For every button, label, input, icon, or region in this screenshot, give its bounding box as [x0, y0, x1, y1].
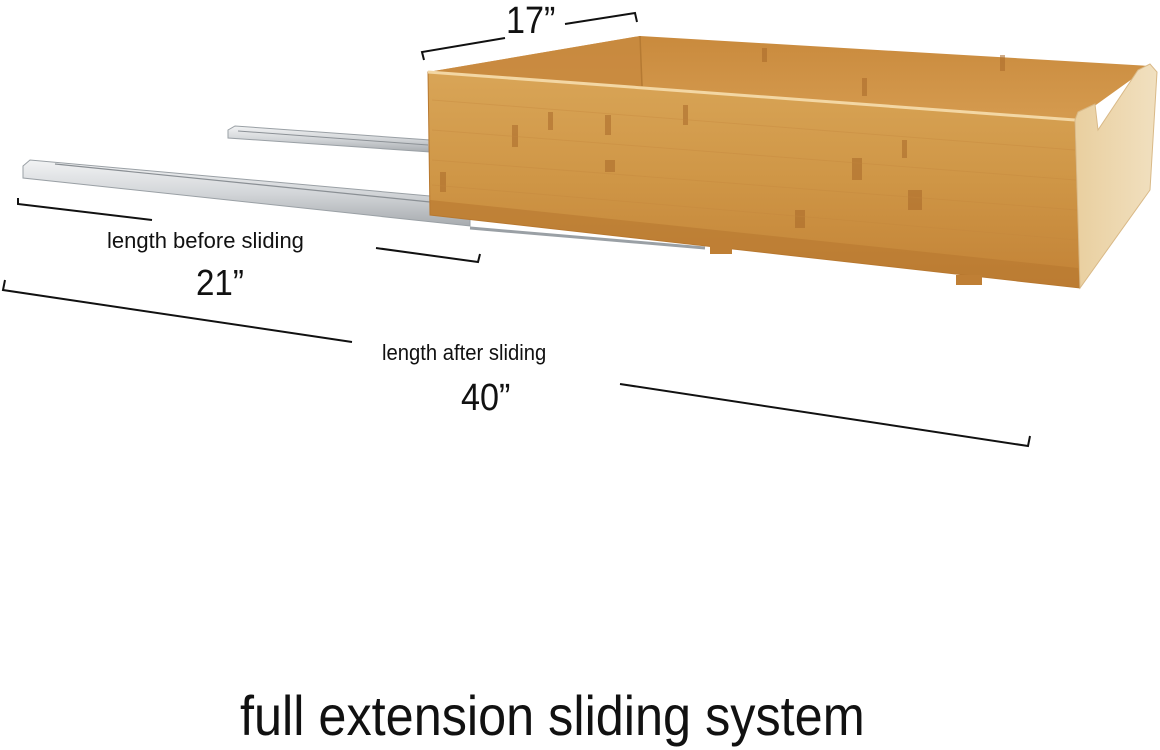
drawer-box: [427, 35, 1158, 290]
caption: full extension sliding system: [240, 684, 865, 747]
length-before-sliding-value: 21”: [196, 262, 244, 303]
before-dimension-line-left: [17, 198, 153, 221]
dimension-lines: [1, 11, 1031, 448]
length-before-sliding-label: length before sliding: [107, 228, 304, 253]
width-dimension-line-right: [564, 11, 638, 25]
back-slide-rail: [227, 125, 431, 153]
before-dimension-line-right: [375, 247, 481, 264]
after-dimension-line-right: [619, 383, 1031, 448]
width-dimension-line-left: [420, 37, 506, 61]
length-after-sliding-label: length after sliding: [382, 340, 547, 365]
after-dimension-line-left: [1, 279, 353, 343]
width-dimension-value: 17”: [506, 0, 556, 42]
length-after-sliding-value: 40”: [461, 377, 511, 419]
